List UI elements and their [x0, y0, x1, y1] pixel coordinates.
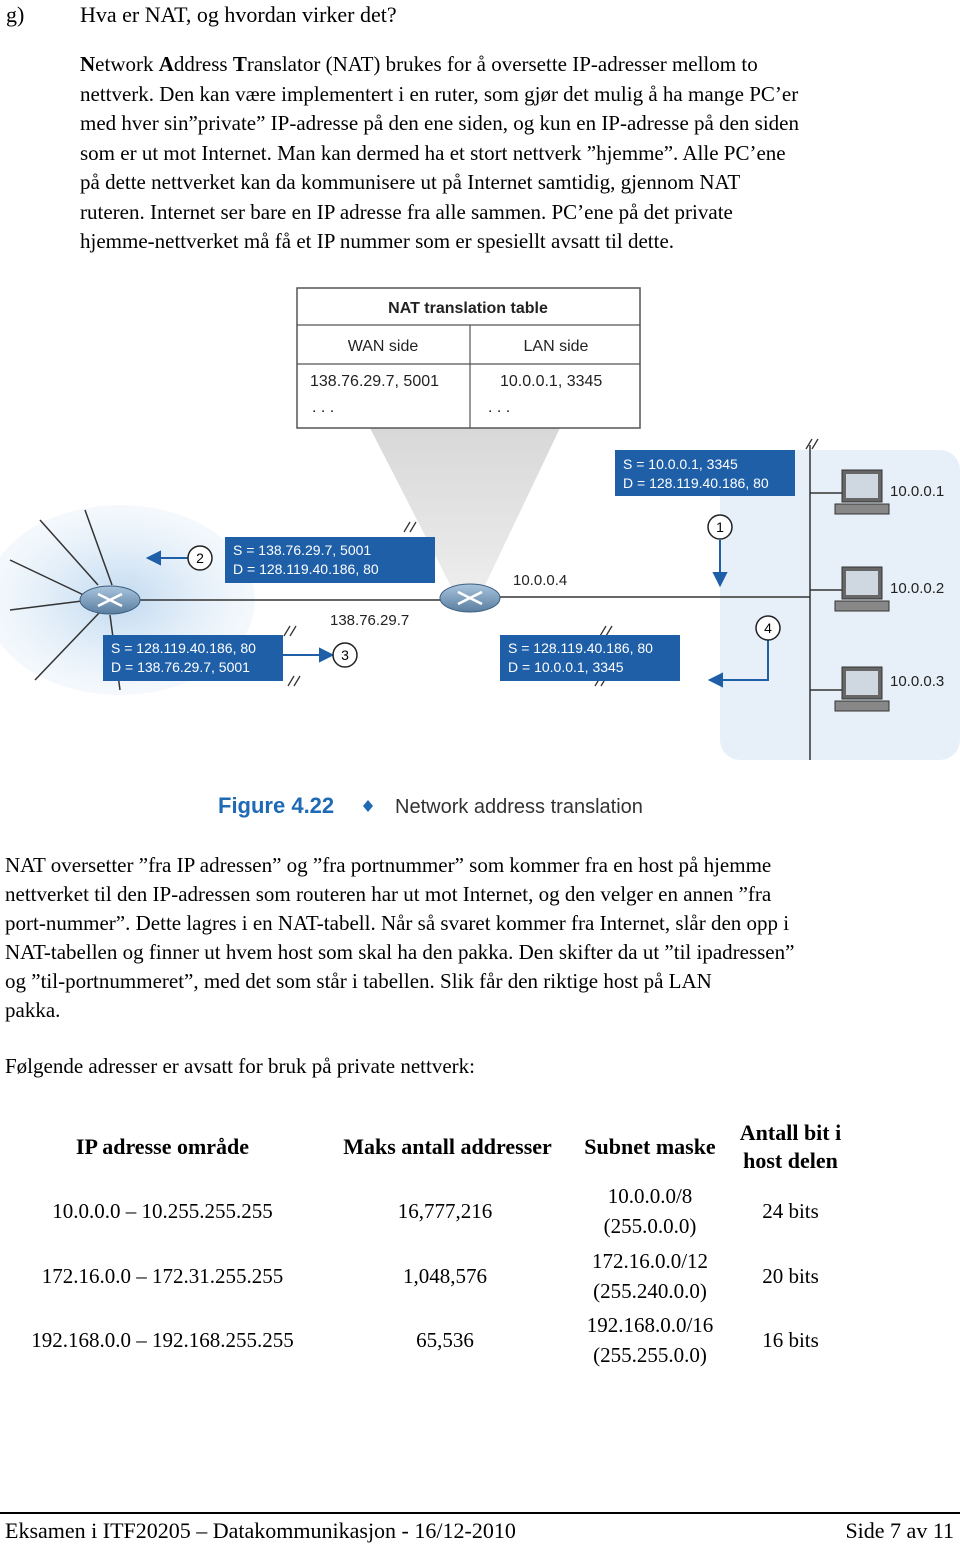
svg-text:S = 128.119.40.186, 80: S = 128.119.40.186, 80: [111, 640, 256, 656]
lan-side-header: LAN side: [524, 338, 589, 355]
step-4-badge: 4: [755, 615, 781, 641]
intro-line-2: med hver sin”private” IP-adresse på den …: [80, 111, 800, 135]
intro-line-1: nettverk. Den kan være implementert i en…: [80, 81, 799, 106]
footer-page-number: Side 7 av 11: [845, 1518, 954, 1543]
packet-box-1: S = 10.0.0.1, 3345 D = 128.119.40.186, 8…: [615, 450, 795, 496]
header-subnet-mask: Subnet maske: [584, 1134, 716, 1159]
host3-ip: 10.0.0.3: [890, 673, 944, 690]
svg-text:D = 128.119.40.186, 80: D = 128.119.40.186, 80: [623, 475, 769, 491]
svg-text:3: 3: [341, 647, 349, 663]
step-2-badge: 2: [187, 545, 213, 571]
svg-text:D = 10.0.0.1, 3345: D = 10.0.0.1, 3345: [508, 659, 624, 675]
explanation-line: og ”til-portnummeret”, med det som står …: [5, 969, 712, 993]
row-range: 192.168.0.0 – 192.168.255.255: [31, 1328, 294, 1352]
host-computer-icon: [834, 566, 890, 612]
nat-translation-table: NAT translation table WAN side LAN side …: [296, 287, 641, 429]
svg-text:1: 1: [716, 519, 724, 535]
svg-text:D = 128.119.40.186, 80: D = 128.119.40.186, 80: [233, 561, 379, 577]
row-bits: 20 bits: [762, 1264, 819, 1288]
intro-line-5: ruteren. Internet ser bare en IP adresse…: [80, 199, 733, 224]
row-bits: 24 bits: [762, 1199, 819, 1223]
row-max: 1,048,576: [403, 1264, 487, 1288]
host-computer-icon: [834, 666, 890, 712]
table-cone: [370, 428, 560, 600]
explanation-line: NAT-tabellen og finner ut hvem host som …: [5, 940, 795, 964]
wan-ellipsis: . . .: [312, 399, 334, 416]
packet-box-4: S = 128.119.40.186, 80 D = 10.0.0.1, 334…: [500, 635, 680, 681]
question-label: g): [6, 2, 25, 27]
host2-ip: 10.0.0.2: [890, 580, 944, 597]
svg-text:2: 2: [196, 550, 204, 566]
lan-ellipsis: . . .: [488, 399, 510, 416]
row-max: 16,777,216: [397, 1199, 493, 1223]
svg-text:D = 138.76.29.7, 5001: D = 138.76.29.7, 5001: [111, 659, 250, 675]
intro-paragraph: Network Address Translator (NAT) brukes …: [80, 50, 950, 257]
row-mask: 10.0.0.0/8(255.0.0.0): [603, 1184, 697, 1238]
packet-box-2: S = 138.76.29.7, 5001 D = 128.119.40.186…: [225, 537, 435, 583]
host-computer-icon: [834, 469, 890, 515]
svg-text:S = 128.119.40.186, 80: S = 128.119.40.186, 80: [508, 640, 653, 656]
row-max: 65,536: [416, 1328, 474, 1352]
row-range: 10.0.0.0 – 10.255.255.255: [52, 1199, 273, 1223]
wan-side-header: WAN side: [348, 338, 419, 355]
svg-text:S = 10.0.0.1, 3345: S = 10.0.0.1, 3345: [623, 456, 738, 472]
intro-line-3: som er ut mot Internet. Man kan dermed h…: [80, 140, 786, 165]
intro-line-4: på dette nettverket kan da kommunisere u…: [80, 170, 741, 194]
question-text: Hva er NAT, og hvordan virker det?: [80, 2, 397, 27]
row-mask: 192.168.0.0/16(255.255.0.0): [586, 1313, 714, 1367]
row-mask: 172.16.0.0/12(255.240.0.0): [591, 1249, 709, 1303]
network-links: [9, 445, 845, 760]
intro-line-6: hjemme-nettverket må få et IP nummer som…: [80, 229, 675, 253]
question-heading: g) Hva er NAT, og hvordan virker det?: [6, 2, 397, 28]
intro-line-0: Network Address Translator (NAT) brukes …: [80, 52, 758, 76]
nat-router-icon: [439, 583, 501, 613]
explanation-line: port-nummer”. Dette lagres i en NAT-tabe…: [5, 911, 790, 935]
reserved-intro: Følgende adresser er avsatt for bruk på …: [5, 1054, 475, 1078]
flow-arrows: [145, 540, 769, 688]
footer-exam-title: Eksamen i ITF20205 – Datakommunikasjon -…: [5, 1518, 516, 1543]
lan-entry: 10.0.0.1, 3345: [500, 373, 602, 390]
row-bits: 16 bits: [762, 1328, 819, 1352]
packet-box-3: S = 128.119.40.186, 80 D = 138.76.29.7, …: [103, 635, 283, 681]
nat-table-title: NAT translation table: [388, 300, 548, 317]
internet-router-icon: [79, 585, 141, 615]
diamond-icon: [363, 800, 373, 812]
wan-entry: 138.76.29.7, 5001: [310, 373, 439, 390]
explanation-line: NAT oversetter ”fra IP adressen” og ”fra…: [5, 853, 772, 877]
step-1-badge: 1: [707, 514, 733, 540]
nat-figure: NAT translation table WAN side LAN side …: [0, 287, 960, 818]
header-ip-range: IP adresse område: [75, 1134, 250, 1159]
explanation-line: nettverket til den IP-adressen som route…: [5, 882, 772, 906]
row-range: 172.16.0.0 – 172.31.255.255: [41, 1264, 284, 1288]
router-lan-ip: 10.0.0.4: [513, 572, 567, 589]
figure-caption: Network address translation: [395, 796, 643, 818]
explanation-paragraph: NAT oversetter ”fra IP adressen” og ”fra…: [5, 851, 955, 1025]
header-max-addresses: Maks antall addresser: [343, 1134, 552, 1159]
router-wan-ip: 138.76.29.7: [330, 612, 409, 629]
figure-number: Figure 4.22: [218, 793, 334, 818]
svg-text:S = 138.76.29.7, 5001: S = 138.76.29.7, 5001: [233, 542, 371, 558]
explanation-line: pakka.: [5, 998, 61, 1022]
host1-ip: 10.0.0.1: [890, 483, 944, 500]
svg-text:4: 4: [764, 620, 772, 636]
footer-rule: [0, 1512, 960, 1514]
step-3-badge: 3: [332, 642, 358, 668]
